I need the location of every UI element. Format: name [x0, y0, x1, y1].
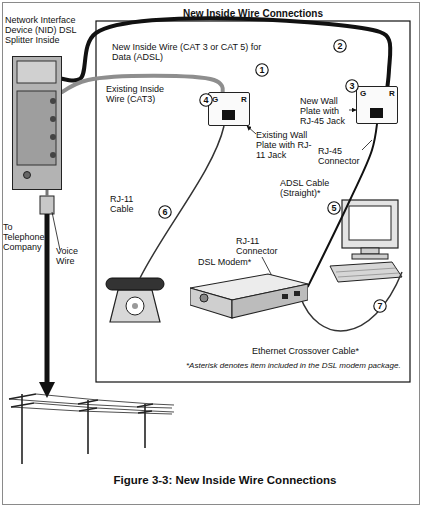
phone-handset — [106, 278, 164, 290]
keyboard — [330, 262, 402, 282]
phone-body — [110, 290, 160, 322]
monitor-stand — [361, 248, 379, 254]
figure-title: New Inside Wire Connections — [96, 8, 410, 20]
crossarm — [137, 404, 153, 407]
nid-port — [50, 152, 56, 158]
terminal-label: R — [389, 89, 395, 99]
callout-number: 5 — [327, 203, 341, 213]
leader-line — [247, 126, 256, 134]
crossarm — [11, 403, 34, 407]
monitor-base — [352, 254, 388, 259]
wall-plate: GR — [208, 92, 250, 126]
nid-port — [50, 98, 56, 104]
figure-caption: Figure 3-3: New Inside Wire Connections — [20, 474, 422, 488]
callout-circle — [159, 206, 171, 218]
monitor — [342, 200, 398, 248]
nid-port — [50, 134, 56, 140]
page-frame — [3, 3, 420, 505]
rj11-cable — [140, 126, 224, 278]
callout-number: 3 — [345, 79, 359, 93]
pole — [87, 400, 89, 454]
callout-circle — [334, 40, 346, 52]
leader-line — [262, 257, 272, 276]
leader-line — [362, 140, 372, 150]
modem-port — [282, 294, 288, 299]
drop-cable — [45, 214, 50, 384]
callout-number: 6 — [158, 205, 172, 219]
pole-wire — [36, 394, 174, 405]
node-heading: DSL Modem* — [198, 257, 278, 267]
crossarm — [78, 400, 98, 404]
wire-label: ADSL Cable (Straight)* — [280, 178, 344, 198]
part-label: RJ-11 Cable — [110, 194, 156, 214]
modem-power-jack — [200, 294, 208, 302]
terminal-label: R — [241, 95, 247, 105]
jack-opening — [222, 110, 235, 120]
nid-port — [50, 116, 56, 122]
terminal-label: G — [212, 95, 218, 105]
part-label: RJ-11 Connector — [236, 236, 288, 256]
callout-number: 1 — [255, 63, 269, 77]
wall-plate: GR — [356, 86, 398, 124]
jack-opening — [370, 108, 383, 118]
wire-label: New Inside Wire (CAT 3 or CAT 5) for Dat… — [112, 42, 272, 62]
phone-dial-center — [132, 303, 138, 309]
leader-line — [349, 110, 356, 111]
nid-detail — [13, 57, 60, 188]
monitor-screen — [349, 206, 391, 240]
telephone — [106, 278, 164, 322]
callout-circle — [200, 94, 212, 106]
modem-face — [190, 288, 232, 318]
callout-number: 2 — [333, 39, 347, 53]
modem-body — [190, 272, 308, 320]
connectors — [62, 18, 390, 286]
callout-number: 6 — [158, 207, 172, 217]
computer — [330, 200, 402, 282]
dsl-modem: DSL Modem* — [190, 272, 308, 320]
callout-circle — [328, 202, 340, 214]
callout-circle — [346, 80, 358, 92]
ethernet-cable — [300, 272, 402, 331]
callout-number: 4 — [199, 95, 213, 105]
part-label: New Wall Plate with RJ-45 Jack — [300, 96, 350, 126]
part-label: RJ-45 Connector — [318, 146, 368, 166]
leader-line — [52, 212, 60, 250]
callout-number: 2 — [333, 41, 347, 51]
callout-number: 7 — [373, 299, 387, 313]
telephone-poles — [9, 394, 174, 464]
modem-face — [232, 284, 308, 318]
network-interface-device: Network Interface Device (NID) DSL Split… — [12, 56, 62, 190]
callout-circle — [374, 300, 386, 312]
node-heading: Network Interface Device (NID) DSL Split… — [5, 15, 93, 45]
callout-number: 3 — [345, 81, 359, 91]
phone-dial — [126, 297, 144, 315]
crossarm — [9, 394, 36, 399]
keyboard-keys — [336, 268, 396, 272]
callout-number: 7 — [373, 301, 387, 311]
keyboard-keys — [338, 273, 399, 277]
nid-panel — [17, 91, 56, 165]
voice-wire — [46, 190, 49, 196]
nid-screw — [24, 172, 31, 179]
wire-label: Existing Inside Wire (CAT3) — [106, 84, 176, 104]
callout-number: 1 — [255, 65, 269, 75]
modem-port — [294, 291, 300, 296]
crossarm — [79, 408, 97, 411]
wire-connector — [308, 124, 377, 286]
terminal-label: G — [360, 89, 366, 99]
callout-circle — [256, 64, 268, 76]
part-label: Existing Wall Plate with RJ-11 Jack — [256, 130, 316, 160]
callout-number: 4 — [199, 93, 213, 107]
callout-number: 5 — [327, 201, 341, 215]
footnote: *Asterisk denotes item included in the D… — [186, 361, 408, 370]
part-label: To Telephone Company — [3, 222, 45, 252]
nid-cover — [17, 61, 56, 83]
junction-box — [40, 196, 54, 214]
part-label: Ethernet Crossover Cable* — [252, 346, 392, 356]
part-label: Voice Wire — [56, 246, 90, 266]
pole-wire — [34, 403, 174, 412]
